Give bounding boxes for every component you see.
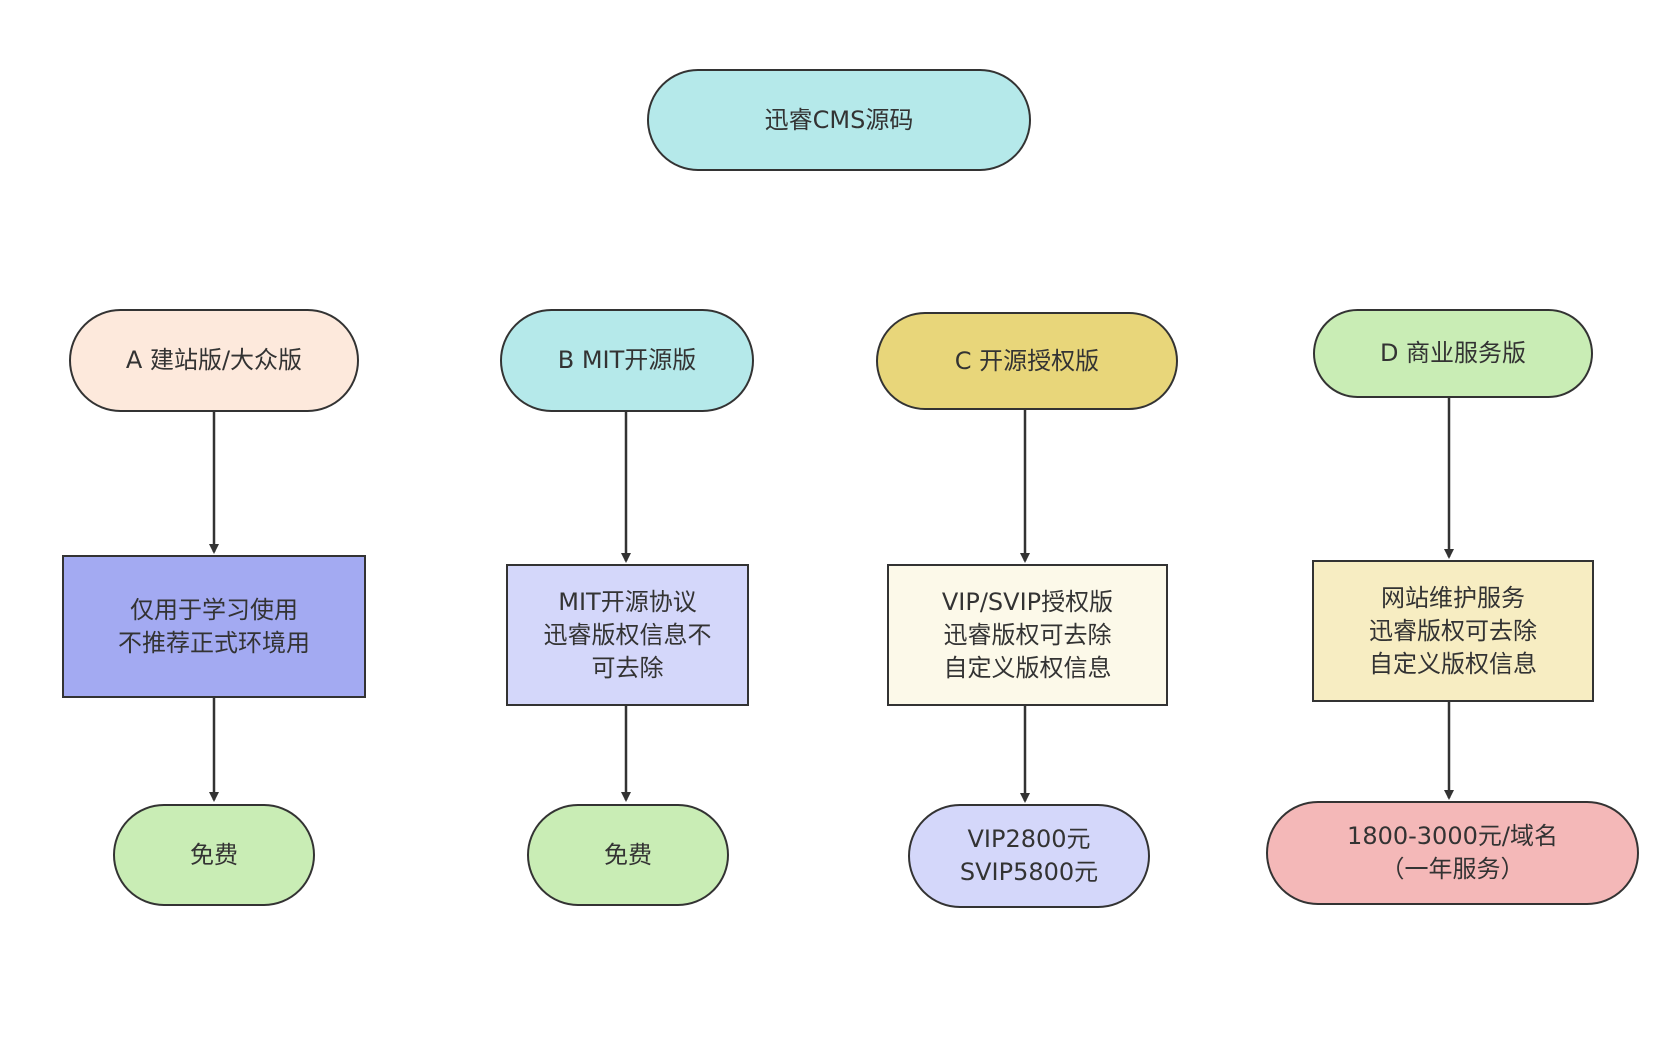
column-b-description-node: MIT开源协议 迅睿版权信息不 可去除 — [506, 564, 749, 706]
column-d-description-node: 网站维护服务 迅睿版权可去除 自定义版权信息 — [1312, 560, 1594, 702]
column-b-price-node: 免费 — [527, 804, 729, 906]
column-a-description-node: 仅用于学习使用 不推荐正式环境用 — [62, 555, 366, 698]
column-d-title-node: D 商业服务版 — [1313, 309, 1593, 398]
column-a-price-node: 免费 — [113, 804, 315, 906]
column-b-title-node: B MIT开源版 — [500, 309, 754, 412]
column-c-title-node: C 开源授权版 — [876, 312, 1178, 410]
column-d-price-node: 1800-3000元/域名 （一年服务） — [1266, 801, 1639, 905]
root-node: 迅睿CMS源码 — [647, 69, 1031, 171]
column-a-title-node: A 建站版/大众版 — [69, 309, 359, 412]
column-c-description-node: VIP/SVIP授权版 迅睿版权可去除 自定义版权信息 — [887, 564, 1168, 706]
column-c-price-node: VIP2800元 SVIP5800元 — [908, 804, 1150, 908]
